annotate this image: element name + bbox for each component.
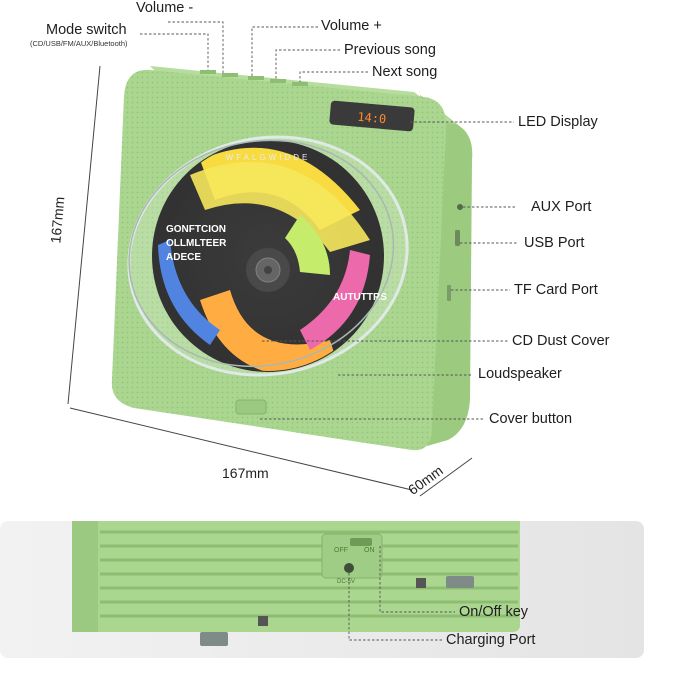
side-ports xyxy=(447,204,463,301)
cd-dust-cover[interactable] xyxy=(107,111,430,400)
on-off-switch[interactable] xyxy=(350,538,372,546)
label-loudspeaker: Loudspeaker xyxy=(478,366,562,382)
next-song-button[interactable] xyxy=(292,82,308,86)
label-mode-switch-sub: (CD/USB/FM/AUX/Bluetooth) xyxy=(30,39,128,48)
volume-minus-button[interactable] xyxy=(222,73,238,77)
disc-arc-text: WFALGWIDDE xyxy=(226,153,311,162)
previous-song-button[interactable] xyxy=(270,79,286,83)
tf-card-port[interactable] xyxy=(447,285,451,301)
foot-right xyxy=(446,576,474,588)
usb-port[interactable] xyxy=(455,230,460,246)
disc-title-line-3: ADECE xyxy=(166,252,201,263)
cover-button[interactable] xyxy=(235,399,267,415)
label-on-off-key: On/Off key xyxy=(459,604,529,620)
led-display: 14:0 xyxy=(329,100,415,132)
label-mode-switch: Mode switch xyxy=(46,22,127,38)
label-next-song: Next song xyxy=(372,64,438,80)
top-buttons xyxy=(200,70,308,86)
mode-switch-button[interactable] xyxy=(200,70,216,74)
label-cover-button: Cover button xyxy=(489,411,573,427)
label-charging-port: Charging Port xyxy=(446,632,536,648)
volume-plus-button[interactable] xyxy=(248,76,264,80)
label-volume-plus: Volume + xyxy=(321,18,382,34)
leader-lines xyxy=(140,21,517,420)
dimension-lines xyxy=(67,65,473,497)
switch-off-label: OFF xyxy=(334,547,348,554)
port-label: DC-5V xyxy=(337,579,355,585)
charging-port[interactable] xyxy=(344,563,354,573)
led-readout: 14:0 xyxy=(357,110,387,126)
label-volume-minus: Volume - xyxy=(136,0,194,16)
label-aux-port: AUX Port xyxy=(531,199,592,215)
foot-mid xyxy=(258,616,268,626)
label-usb-port: USB Port xyxy=(524,235,585,251)
disc-title-line-2: OLLMLTEER xyxy=(166,238,227,249)
disc-title-line-1: GONFTCION xyxy=(166,224,226,235)
label-cd-dust-cover: CD Dust Cover xyxy=(512,333,610,349)
foot-left xyxy=(200,632,228,646)
switch-on-label: ON xyxy=(364,547,375,554)
bottom-view-panel: OFF ON DC-5V xyxy=(0,521,644,658)
dimension-width: 167mm xyxy=(222,465,269,481)
foot-mid-2 xyxy=(416,578,426,588)
aux-port[interactable] xyxy=(457,204,463,210)
label-previous-song: Previous song xyxy=(344,42,436,58)
label-tf-card-port: TF Card Port xyxy=(514,282,598,298)
label-led-display: LED Display xyxy=(518,114,598,130)
disc-side-text: AUTUTTRS xyxy=(333,292,387,303)
